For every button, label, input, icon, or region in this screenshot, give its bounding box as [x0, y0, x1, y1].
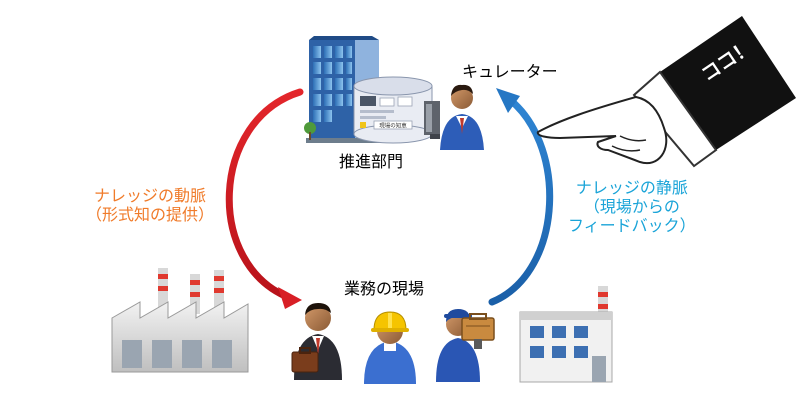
knowledge-vein-label: ナレッジの静脈 （現場からの フィードバック）: [568, 178, 696, 236]
artery-arrow: [225, 88, 304, 309]
knowledge-artery-label: ナレッジの動脈 （形式知の提供）: [86, 186, 214, 224]
vein-title: ナレッジの静脈: [575, 178, 688, 197]
business-site-label: 業務の現場: [344, 279, 425, 298]
workshop-building-icon: [519, 286, 613, 383]
artery-subtitle: （形式知の提供）: [86, 205, 215, 225]
curator-label: キュレーター: [462, 62, 558, 81]
toolbox-worker-icon: [436, 309, 495, 382]
vein-arrow: [488, 88, 554, 306]
factory-icon: [111, 268, 249, 373]
curator-person-icon: [440, 84, 484, 150]
monitor-icon: [424, 101, 440, 139]
vein-subtitle-2: フィードバック）: [568, 216, 696, 236]
promotion-department-label: 推進部門: [339, 152, 404, 171]
office-building-icon: [304, 36, 386, 143]
helmet-worker-icon: [364, 311, 416, 384]
knowledge-database-icon: 現場の知恵: [353, 76, 433, 144]
artery-title: ナレッジの動脈: [94, 186, 207, 205]
pointing-hand-icon: ココ！: [536, 16, 796, 168]
businessman-icon: [291, 303, 342, 380]
monitor-caption: 現場の知恵: [379, 122, 407, 130]
vein-subtitle-1: （現場からの: [583, 197, 680, 217]
